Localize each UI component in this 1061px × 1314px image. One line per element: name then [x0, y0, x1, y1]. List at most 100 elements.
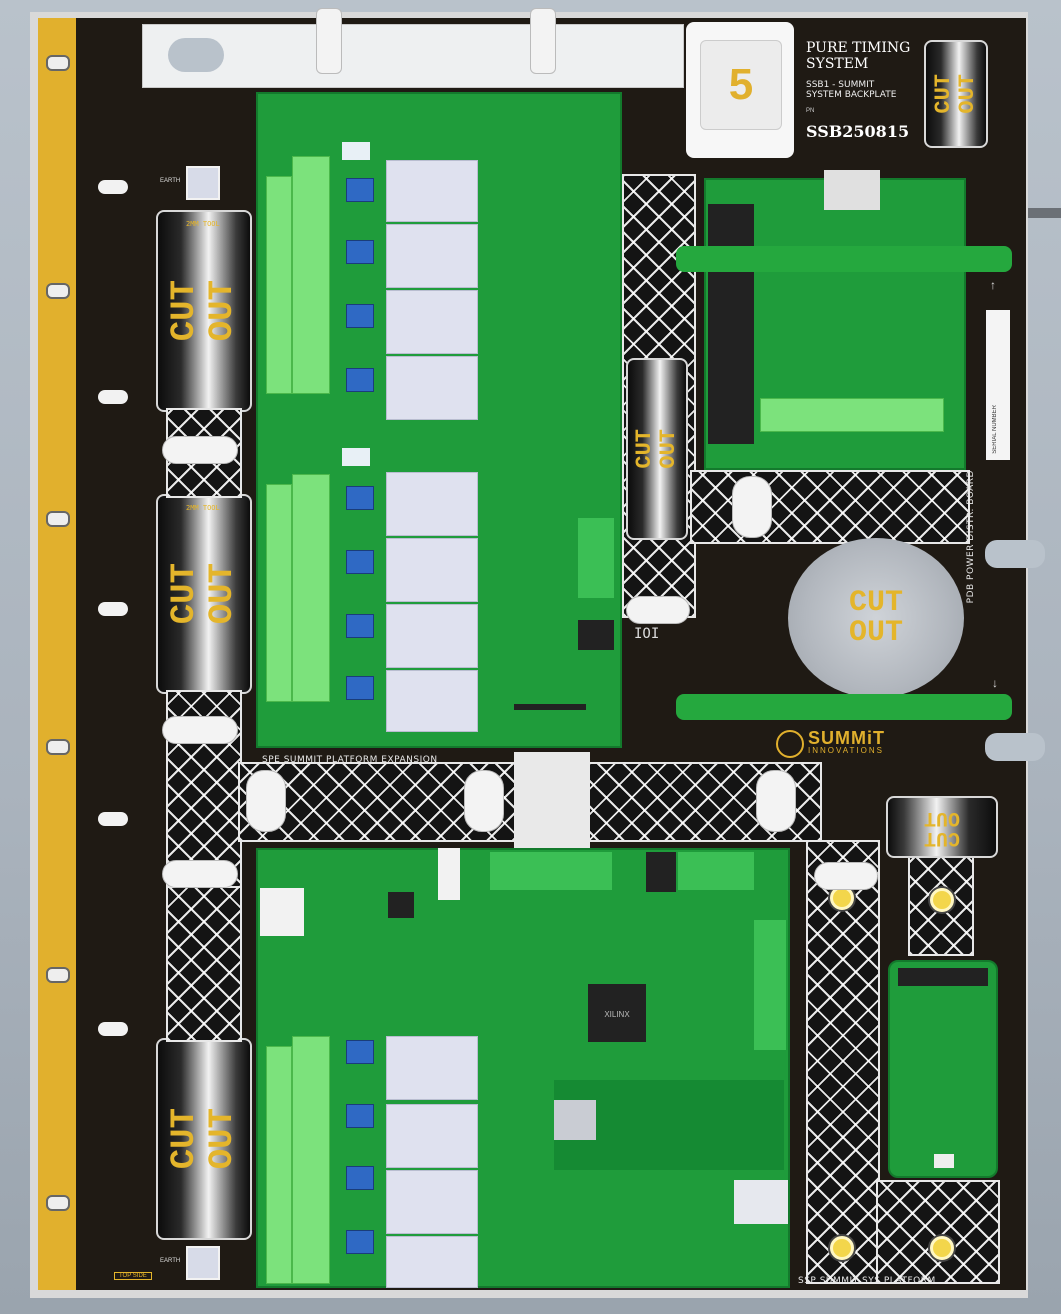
lattice-bottom-right-small — [908, 856, 974, 956]
dc-jack — [708, 284, 754, 324]
ribbon-connector — [514, 704, 586, 710]
dc-jack — [708, 364, 754, 404]
cable-clip — [316, 8, 342, 74]
mount-slot — [985, 540, 1045, 568]
serial-number-tag: SERIAL NUMBER — [986, 310, 1010, 460]
arrow-down-icon: ↓ — [992, 676, 998, 690]
led — [342, 448, 370, 466]
relay — [386, 538, 478, 602]
pdb-label: PDB POWER DISTR. BOARD — [966, 470, 976, 604]
fuse-holder — [346, 240, 374, 264]
mount-screw — [930, 1236, 954, 1260]
relay — [386, 604, 478, 668]
terminal-block — [266, 484, 292, 702]
relay — [386, 356, 478, 420]
terminal-block — [292, 156, 330, 394]
part-number: SSB250815 — [806, 122, 910, 141]
rail-hole — [46, 967, 70, 983]
brand-name: SUMMiT — [808, 728, 885, 748]
cable-clip — [162, 716, 238, 744]
dc-jack — [708, 404, 754, 444]
fuse-holder — [346, 304, 374, 328]
fpga-chip: XILINX — [588, 984, 646, 1042]
rail-mark — [98, 602, 128, 616]
rail-hole — [46, 511, 70, 527]
wireless-module — [888, 960, 998, 1178]
rail-mark — [98, 812, 128, 826]
terminal-block — [760, 398, 944, 432]
led — [342, 142, 370, 160]
logo-badge: 5 — [686, 22, 794, 158]
rail-mark — [98, 390, 128, 404]
mount-screw — [830, 1236, 854, 1260]
cable-clip — [530, 8, 556, 74]
summit-logo-icon: 5 — [700, 40, 782, 130]
edge-tab — [1028, 208, 1061, 218]
header-connector — [578, 518, 614, 598]
header-connector — [678, 852, 754, 890]
pn-label: PN — [806, 108, 815, 114]
cable-clip — [162, 860, 238, 888]
cable-clip — [246, 770, 286, 832]
earth-label: EARTH — [160, 178, 181, 184]
top-strip — [142, 24, 684, 88]
relay — [386, 670, 478, 732]
fuse-holder — [346, 486, 374, 510]
pdb-mount-bracket — [676, 246, 1012, 272]
spe-board — [256, 92, 622, 748]
relay — [386, 1170, 478, 1234]
lattice-bottom-right-column — [806, 840, 880, 1284]
terminal-block — [292, 1036, 330, 1284]
fuse-holder — [346, 368, 374, 392]
fuse-holder — [346, 676, 374, 700]
terminal-block — [266, 176, 292, 394]
header-connector — [754, 920, 786, 1050]
header-connector — [490, 852, 612, 890]
ic-chip — [388, 892, 414, 918]
mount-screw — [930, 888, 954, 912]
rj45-port — [260, 888, 304, 936]
hole-marker: IOI — [634, 626, 660, 642]
product-subtitle: SSB1 - SUMMIT SYSTEM BACKPLATE — [806, 80, 897, 100]
rail-mark — [98, 180, 128, 194]
cable-clip — [732, 476, 772, 538]
ssp-board: XILINX — [256, 848, 790, 1288]
earth-label: EARTH — [160, 1258, 181, 1264]
power-jack — [578, 620, 614, 650]
fuse-holder — [346, 1104, 374, 1128]
fuse-holder — [346, 614, 374, 638]
summit-brand-icon — [776, 730, 804, 758]
product-title: PURE TIMING SYSTEM — [806, 40, 911, 72]
sd-card-slot — [554, 1100, 596, 1140]
relay — [386, 472, 478, 536]
usb-port — [734, 1180, 788, 1224]
relay — [386, 1236, 478, 1288]
relay — [386, 1036, 478, 1100]
relay — [386, 290, 478, 354]
ssp-label: SSP SUMMIT SYS PLATFORM — [798, 1276, 936, 1286]
tool-label: 2MM TOOL — [186, 220, 220, 228]
usb-port — [438, 848, 460, 900]
relay — [386, 160, 478, 222]
arrow-up-icon: ↑ — [990, 278, 996, 292]
lattice-bottom-right-corner — [876, 1180, 1000, 1284]
mount-bracket — [676, 694, 1012, 720]
terminal-block — [266, 1046, 292, 1284]
spe-label: SPE SUMMIT PLATFORM EXPANSION — [262, 755, 438, 765]
tool-label: 2MM TOOL — [186, 504, 220, 512]
rail-hole — [46, 55, 70, 71]
brand-tagline: INNOVATIONS — [808, 746, 884, 755]
power-header — [824, 170, 880, 210]
cable-clip — [162, 436, 238, 464]
cable-clip — [626, 596, 690, 624]
mount-slot — [985, 733, 1045, 761]
top-side-label: TOP SIDE — [114, 1272, 152, 1280]
lattice-left-3 — [166, 886, 242, 1042]
rail-hole — [46, 283, 70, 299]
